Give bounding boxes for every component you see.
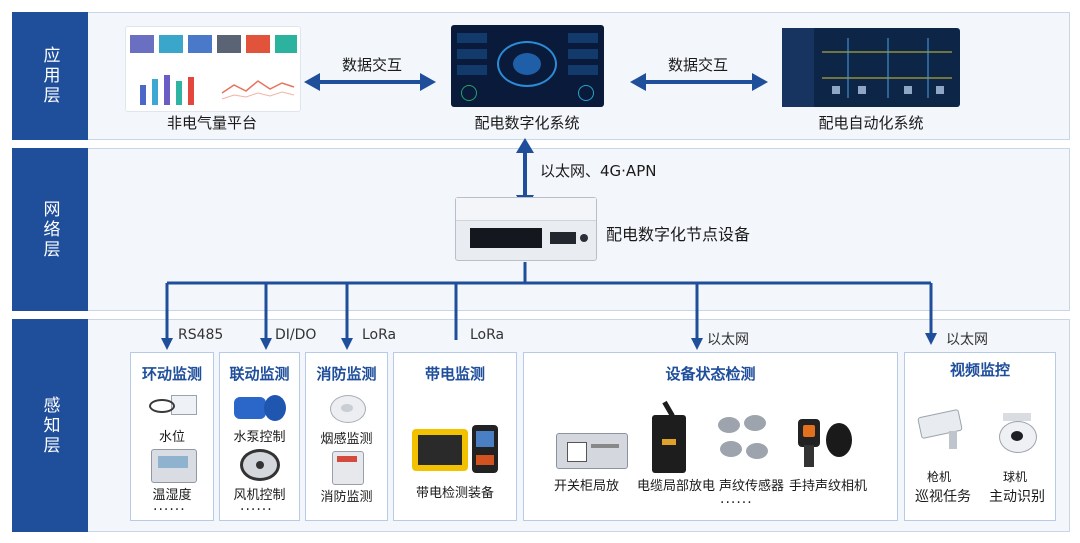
fire-panel-image bbox=[332, 451, 364, 485]
linkage-more: ······ bbox=[240, 502, 273, 518]
exchange-arrow-right bbox=[630, 73, 768, 91]
group-live: 带电监测 带电检测装备 bbox=[393, 352, 517, 521]
group-fire-title: 消防监测 bbox=[316, 365, 377, 383]
fire-item-2: 消防监测 bbox=[320, 490, 373, 505]
linkage-item-2: 风机控制 bbox=[233, 488, 286, 503]
video-item-1: 枪机 bbox=[927, 470, 952, 484]
water-level-sensor-image bbox=[145, 393, 201, 417]
water-pump-image bbox=[234, 391, 286, 423]
group-linkage-title: 联动监测 bbox=[229, 365, 290, 383]
group-equipment: 设备状态检测 开关柜局放 电缆局部放电 声纹传感器 手持声纹相机 ······ bbox=[523, 352, 898, 521]
distribution-automation-system-screenshot bbox=[782, 28, 960, 107]
bullet-camera-image bbox=[917, 408, 969, 451]
exchange-left-label: 数据交互 bbox=[341, 56, 402, 74]
group-video: 视频监控 枪机 球机 巡视任务 主动识别 bbox=[904, 352, 1056, 521]
protocol-fire: LoRa bbox=[362, 327, 397, 343]
acoustic-camera-image bbox=[792, 417, 856, 469]
distribution-digital-system-screenshot bbox=[451, 25, 604, 107]
group-live-title: 带电监测 bbox=[424, 365, 485, 383]
network-link-label: 以太网、4G·APN bbox=[540, 162, 657, 180]
humidity-sensor-image bbox=[151, 449, 197, 483]
fan-image bbox=[240, 449, 280, 481]
protocol-equipment: 以太网 bbox=[707, 332, 749, 348]
equipment-more: ······ bbox=[720, 495, 753, 511]
protocol-linkage: DI/DO bbox=[275, 327, 317, 343]
group-env: 环动监测 水位 温湿度 ······ bbox=[130, 352, 214, 521]
switchgear-sensor-image bbox=[556, 433, 628, 469]
cable-pd-sensor-image bbox=[652, 400, 686, 473]
perception-layer-label: 感知层 bbox=[12, 319, 88, 532]
acoustic-sensor-image bbox=[714, 413, 772, 471]
distribution-digital-system-label: 配电数字化系统 bbox=[474, 114, 580, 132]
video-item-3: 巡视任务 bbox=[915, 489, 971, 505]
protocol-env: RS485 bbox=[178, 327, 224, 343]
application-layer-label: 应用层 bbox=[12, 12, 88, 140]
dome-camera-image bbox=[997, 413, 1037, 453]
equipment-item-1: 开关柜局放 bbox=[554, 479, 620, 494]
protocol-live: LoRa bbox=[470, 327, 505, 343]
node-device-image bbox=[455, 197, 597, 261]
node-device-label: 配电数字化节点设备 bbox=[606, 225, 751, 244]
equipment-item-4: 手持声纹相机 bbox=[789, 479, 868, 494]
live-detection-kit-image bbox=[412, 425, 500, 473]
equipment-item-3: 声纹传感器 bbox=[719, 479, 785, 494]
env-item-2: 温湿度 bbox=[152, 488, 192, 503]
live-item-1: 带电检测装备 bbox=[415, 486, 494, 501]
env-more: ······ bbox=[153, 502, 186, 518]
video-item-2: 球机 bbox=[1003, 470, 1028, 484]
group-video-title: 视频监控 bbox=[949, 361, 1010, 379]
smoke-detector-image bbox=[330, 395, 366, 423]
video-item-4: 主动识别 bbox=[989, 489, 1045, 505]
equipment-item-2: 电缆局部放电 bbox=[637, 479, 716, 494]
fire-item-1: 烟感监测 bbox=[320, 432, 373, 447]
distribution-automation-system-label: 配电自动化系统 bbox=[818, 114, 924, 132]
group-linkage: 联动监测 水泵控制 风机控制 ······ bbox=[219, 352, 300, 521]
network-layer-label: 网络层 bbox=[12, 148, 88, 311]
non-electrical-platform-screenshot bbox=[125, 26, 301, 112]
exchange-arrow-left bbox=[304, 73, 436, 91]
env-item-1: 水位 bbox=[158, 430, 185, 445]
exchange-right-label: 数据交互 bbox=[667, 56, 728, 74]
non-electrical-platform-label: 非电气量平台 bbox=[166, 114, 257, 132]
group-fire: 消防监测 烟感监测 消防监测 bbox=[305, 352, 388, 521]
group-env-title: 环动监测 bbox=[141, 365, 202, 383]
protocol-video: 以太网 bbox=[946, 332, 988, 348]
group-equipment-title: 设备状态检测 bbox=[665, 365, 756, 383]
linkage-item-1: 水泵控制 bbox=[233, 430, 286, 445]
